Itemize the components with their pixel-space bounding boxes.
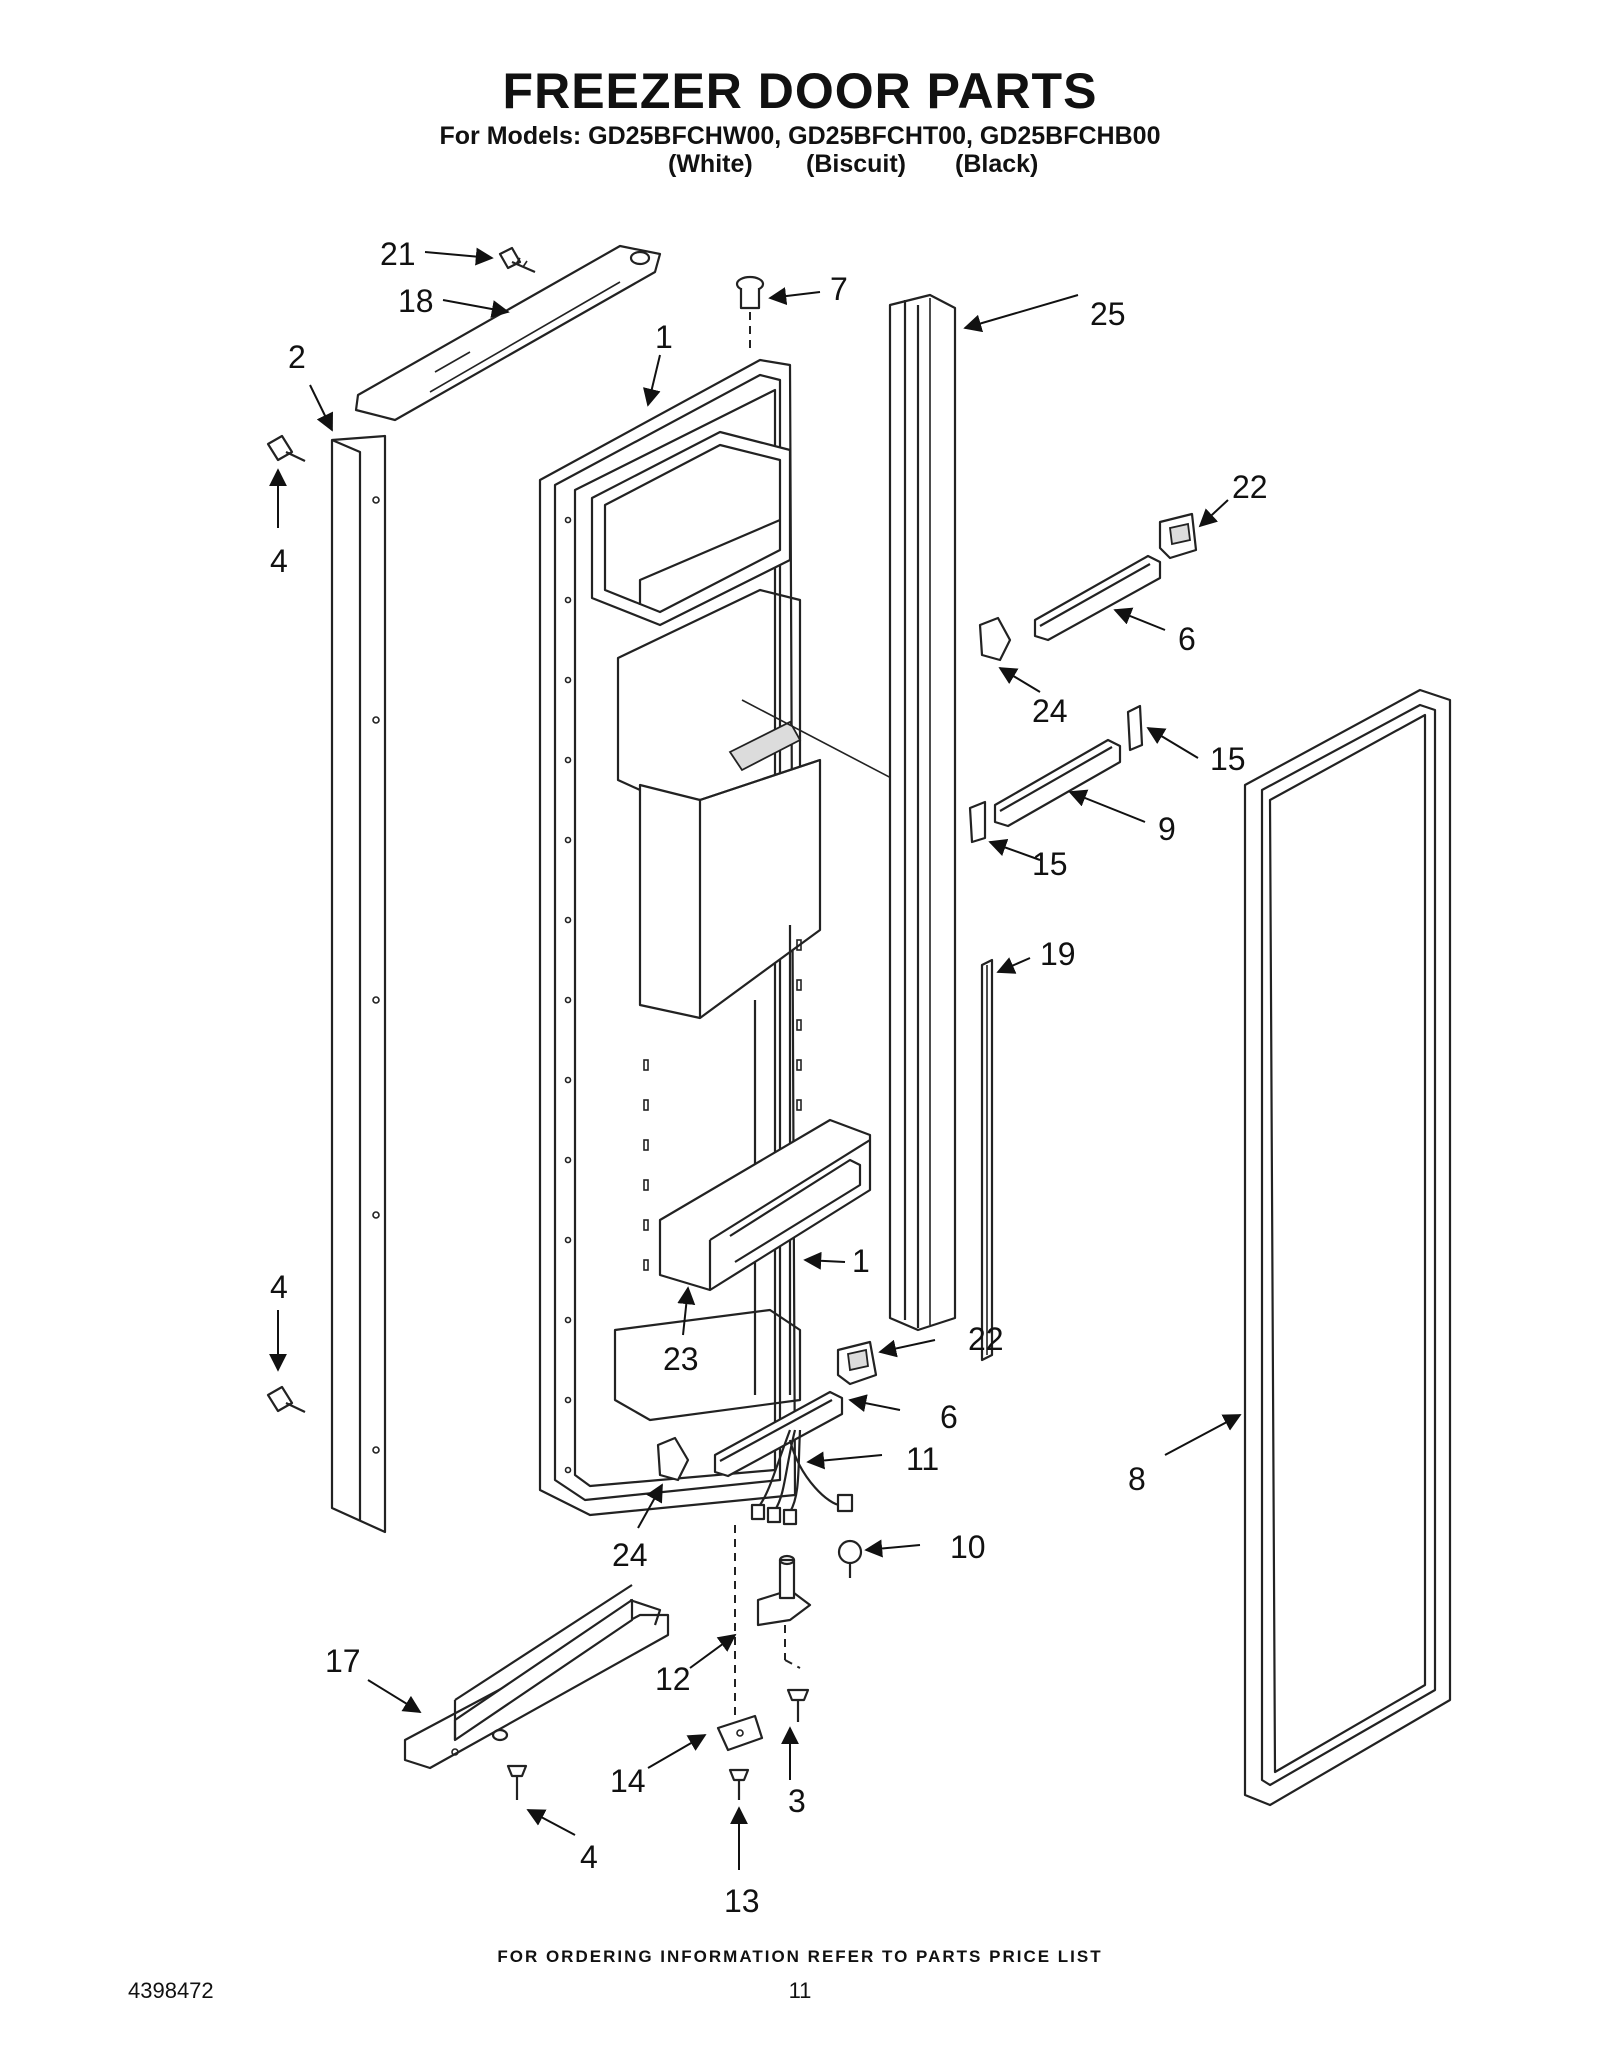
callout-1-lower: 1 [852,1243,870,1279]
screw-part-10 [837,1539,863,1578]
callout-2: 2 [288,339,306,375]
callout-25: 25 [1090,296,1126,332]
door-gasket-part-8 [1243,688,1452,1807]
callout-22-upper: 22 [1232,469,1268,505]
color-biscuit: (Biscuit) [806,150,906,178]
ordering-note: FOR ORDERING INFORMATION REFER TO PARTS … [497,1947,1103,1966]
page-title: FREEZER DOOR PARTS [502,63,1098,119]
callout-6-lower: 6 [940,1399,958,1435]
callout-15-lower: 15 [1032,846,1068,882]
models-line: For Models: GD25BFCHW00, GD25BFCHT00, GD… [439,122,1161,150]
hinge-trim-part-2 [330,434,387,1534]
screw-part-3 [786,1688,810,1722]
document-number: 4398472 [128,1978,214,2003]
callout-8: 8 [1128,1461,1146,1497]
callout-13: 13 [724,1883,760,1919]
plug-part-7 [735,275,765,350]
callout-14: 14 [610,1763,646,1799]
screw-part-4-bottom [506,1764,528,1800]
callout-3: 3 [788,1783,806,1819]
screw-part-4-upper [266,434,306,462]
bracket-part-22-upper [1158,512,1198,560]
callout-21: 21 [380,236,416,272]
callout-numbers: 21 18 7 25 1 2 4 22 6 24 15 9 15 19 1 4 … [270,236,1268,1919]
strip-part-19 [980,958,994,1362]
callout-23: 23 [663,1341,699,1377]
callout-6-upper: 6 [1178,621,1196,657]
callout-24-lower: 24 [612,1537,648,1573]
channel-part-6-lower [713,1390,844,1478]
channel-part-6-upper [1033,554,1162,642]
callout-4-lower: 4 [270,1269,288,1305]
screw-part-4-lower [266,1385,306,1413]
callout-19: 19 [1040,936,1076,972]
callout-22-lower: 22 [968,1321,1004,1357]
wire-harness-part-11 [750,1429,854,1526]
vertical-trim-part-25 [888,293,957,1332]
clip-part-15-lower [968,800,987,844]
callout-11: 11 [906,1441,939,1477]
callout-24-upper: 24 [1032,693,1068,729]
channel-part-9 [993,738,1122,828]
color-white: (White) [668,150,753,178]
hinge-block-part-14 [716,1714,764,1752]
callout-1-top: 1 [655,319,673,355]
callout-15-upper: 15 [1210,741,1246,777]
callout-4-upper: 4 [270,543,288,579]
callout-17: 17 [325,1643,361,1679]
clip-part-15-upper [1126,704,1144,752]
callout-10: 10 [950,1529,986,1565]
top-trim-part-18 [354,244,662,422]
door-bin-part-23 [658,1118,872,1292]
callout-9: 9 [1158,811,1176,847]
bracket-part-22-lower [836,1340,878,1386]
hinge-pin-part-12 [734,1525,812,1720]
bottom-bracket-part-17 [403,1584,670,1770]
callout-18: 18 [398,283,434,319]
clip-part-24-upper [978,616,1012,662]
callout-12: 12 [655,1661,691,1697]
color-black: (Black) [955,150,1039,178]
callout-4-bottom: 4 [580,1839,598,1875]
door-liner-part-1 [538,358,896,1517]
callout-7: 7 [830,271,848,307]
screw-part-21 [498,246,536,274]
leader-lines [269,247,1242,1870]
clip-part-24-lower [656,1436,690,1482]
page-number: 11 [788,1978,812,2003]
screw-part-13 [728,1768,750,1800]
